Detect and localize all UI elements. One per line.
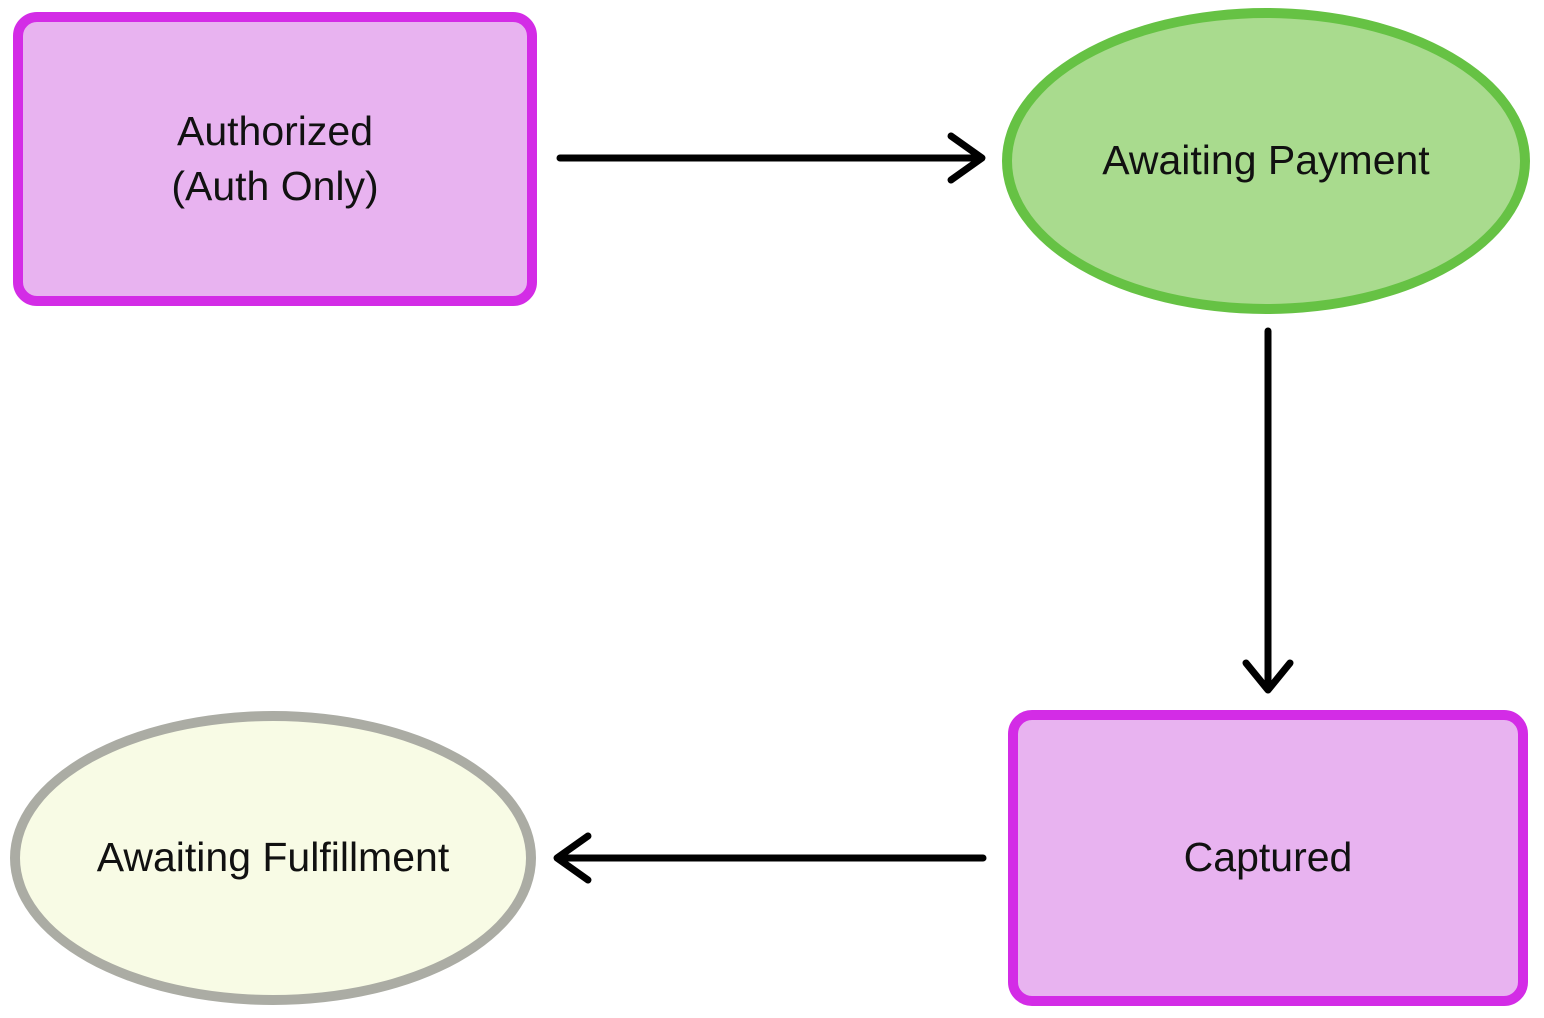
node-authorized: Authorized (Auth Only) bbox=[13, 12, 537, 306]
node-captured: Captured bbox=[1008, 710, 1528, 1006]
node-awaiting-fulfillment: Awaiting Fulfillment bbox=[10, 711, 536, 1005]
edge-awaiting-payment-to-captured bbox=[1242, 327, 1294, 694]
edge-authorized-to-awaiting-payment bbox=[556, 132, 986, 184]
node-captured-label: Captured bbox=[1183, 834, 1353, 881]
edge-captured-to-awaiting-fulfillment bbox=[553, 832, 987, 884]
node-awaiting-payment-label: Awaiting Payment bbox=[1102, 137, 1430, 184]
node-authorized-label: Authorized bbox=[176, 107, 373, 154]
node-authorized-sublabel: (Auth Only) bbox=[171, 163, 379, 209]
node-awaiting-fulfillment-label: Awaiting Fulfillment bbox=[96, 834, 450, 881]
node-awaiting-payment: Awaiting Payment bbox=[1002, 8, 1530, 314]
